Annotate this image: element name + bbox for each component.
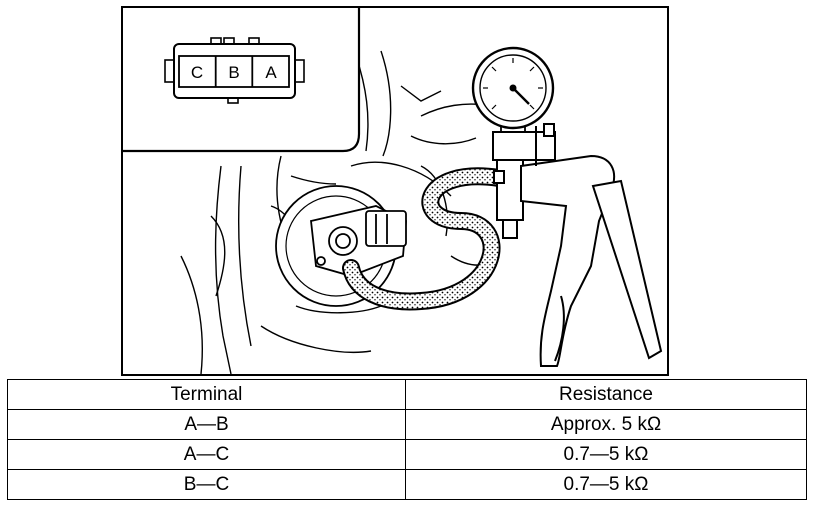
resistance-cell: Approx. 5 kΩ bbox=[405, 409, 807, 440]
hand-vacuum-pump bbox=[492, 123, 663, 367]
connector-pin-frame bbox=[178, 55, 290, 88]
table-header-row: Terminal Resistance bbox=[7, 379, 807, 410]
resistance-cell: 0.7—5 kΩ bbox=[405, 439, 807, 470]
tps-vacuum-pump-illustration: C B A bbox=[121, 6, 669, 376]
terminal-cell: A—B bbox=[7, 409, 406, 440]
terminal-column-header: Terminal bbox=[7, 379, 406, 410]
throttle-position-sensor bbox=[275, 185, 407, 307]
table-row: B—C 0.7—5 kΩ bbox=[7, 469, 807, 500]
illustration-drawing: C B A bbox=[121, 6, 669, 376]
terminal-cell: B—C bbox=[7, 469, 406, 500]
resistance-cell: 0.7—5 kΩ bbox=[405, 469, 807, 500]
terminal-cell: A—C bbox=[7, 439, 406, 470]
vacuum-hose bbox=[342, 167, 508, 311]
table-row: A—C 0.7—5 kΩ bbox=[7, 439, 807, 470]
resistance-spec-table: Terminal Resistance A—B Approx. 5 kΩ A—C… bbox=[7, 379, 807, 500]
vacuum-gauge bbox=[471, 46, 555, 133]
table-row: A—B Approx. 5 kΩ bbox=[7, 409, 807, 440]
connector-pin-b-label: B bbox=[228, 63, 239, 82]
connector-pin-c-label: C bbox=[191, 63, 203, 82]
connector-pin-a-label: A bbox=[265, 63, 277, 82]
resistance-column-header: Resistance bbox=[405, 379, 807, 410]
connector-inset bbox=[123, 8, 361, 153]
